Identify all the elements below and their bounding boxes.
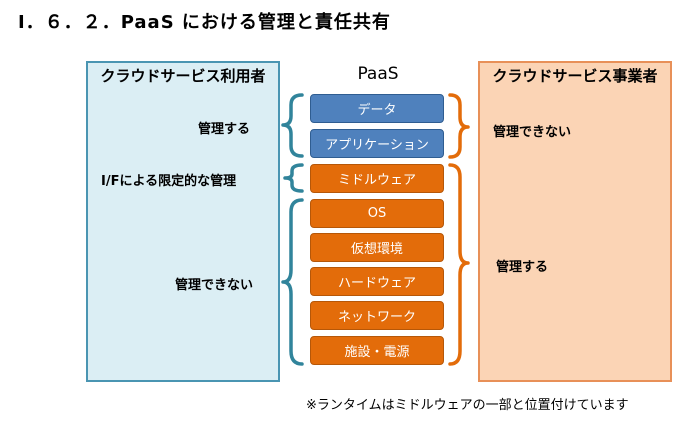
user-label-cannot: 管理できない: [175, 278, 254, 293]
user-label-limited: I/Fによる限定的な管理: [101, 174, 237, 189]
user-bracket-manage: [281, 93, 304, 158]
paas-header: PaaS: [357, 64, 399, 84]
layer-virtual-environment: 仮想環境: [310, 233, 444, 262]
user-panel: クラウドサービス利用者: [86, 61, 280, 382]
footnote: ※ランタイムはミドルウェアの一部と位置付けています: [306, 398, 629, 413]
layer-hardware: ハードウェア: [310, 267, 444, 296]
page-title: Ⅰ．６．２．PaaS における管理と責任共有: [18, 12, 391, 33]
layer-network: ネットワーク: [310, 301, 444, 330]
user-bracket-cannot: [281, 198, 304, 366]
user-label-manage: 管理する: [198, 122, 251, 137]
layer-data: データ: [310, 94, 444, 123]
user-bracket-limited: [283, 163, 304, 193]
provider-bracket-cannot: [448, 93, 470, 159]
user-panel-title: クラウドサービス利用者: [100, 67, 266, 85]
provider-label-cannot: 管理できない: [493, 125, 572, 140]
layer-os: OS: [310, 199, 444, 228]
provider-panel: クラウドサービス事業者: [478, 61, 672, 382]
provider-bracket-manage: [448, 163, 470, 366]
layer-application: アプリケーション: [310, 129, 444, 158]
provider-label-manage: 管理する: [496, 260, 549, 275]
provider-panel-title: クラウドサービス事業者: [492, 67, 658, 85]
layer-facility-power: 施設・電源: [310, 336, 444, 365]
layer-middleware: ミドルウェア: [310, 164, 444, 193]
